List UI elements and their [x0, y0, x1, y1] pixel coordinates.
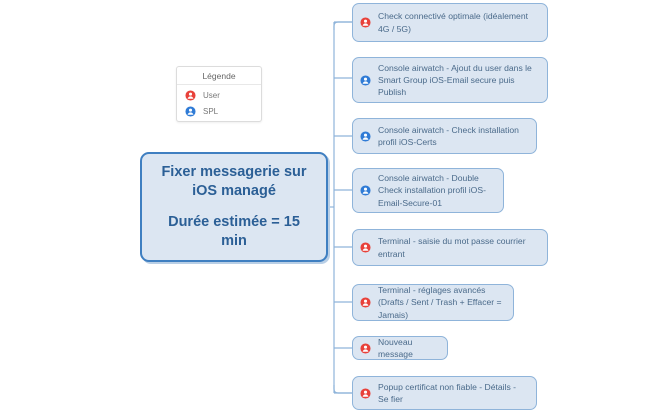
- branch-node-3[interactable]: Console airwatch - Check installation pr…: [352, 118, 537, 154]
- branch-node-5[interactable]: Terminal - saisie du mot passe courrier …: [352, 229, 548, 266]
- legend-item-user-label: User: [203, 91, 220, 100]
- legend-box: Légende User: [176, 66, 262, 122]
- branch-node-6[interactable]: Terminal - réglages avancés (Drafts / Se…: [352, 284, 514, 321]
- user-avatar-icon: [185, 90, 196, 101]
- central-node-title-line-2: iOS managé: [192, 183, 276, 200]
- branch-node-7-label: Nouveau message: [378, 336, 413, 359]
- central-node-subtitle-line-2: min: [221, 232, 247, 249]
- legend-item-spl-label: SPL: [203, 107, 219, 116]
- user-avatar-icon: [360, 74, 371, 86]
- legend-item-spl: SPL: [185, 106, 261, 117]
- branch-node-6-label: Terminal - réglages avancés (Drafts / Se…: [378, 285, 502, 320]
- user-avatar-icon: [360, 130, 371, 142]
- branch-node-1[interactable]: Check connectivé optimale (idéalement 4G…: [352, 3, 548, 42]
- legend-title: Légende: [177, 67, 261, 85]
- branch-node-1-label: Check connectivé optimale (idéalement 4G…: [378, 11, 528, 34]
- branch-node-2-label: Console airwatch - Ajout du user dans le…: [378, 62, 532, 98]
- branch-node-8-label: Popup certificat non fiable - Détails - …: [378, 381, 517, 404]
- user-avatar-icon: [185, 106, 196, 117]
- user-avatar-icon: [360, 342, 371, 354]
- user-avatar-icon: [360, 185, 371, 196]
- branch-node-8[interactable]: Popup certificat non fiable - Détails - …: [352, 376, 537, 410]
- central-node-title-line-1: Fixer messagerie sur: [161, 164, 307, 181]
- branch-node-2[interactable]: Console airwatch - Ajout du user dans le…: [352, 57, 548, 103]
- user-avatar-icon: [360, 242, 371, 253]
- central-node-subtitle-line-1: Durée estimée = 15: [168, 213, 300, 230]
- legend-item-user: User: [185, 90, 261, 101]
- central-node[interactable]: Fixer messagerie sur iOS managé Durée es…: [140, 152, 328, 262]
- legend-items: User SPL: [177, 85, 261, 117]
- branch-node-7[interactable]: Nouveau message: [352, 336, 448, 360]
- branch-node-5-label: Terminal - saisie du mot passe courrier …: [378, 236, 526, 259]
- branch-node-4[interactable]: Console airwatch - Double Check installa…: [352, 168, 504, 213]
- branch-node-4-label: Console airwatch - Double Check installa…: [378, 173, 486, 208]
- branch-node-3-label: Console airwatch - Check installation pr…: [378, 124, 519, 147]
- user-avatar-icon: [360, 17, 371, 28]
- user-avatar-icon: [360, 387, 371, 399]
- user-avatar-icon: [360, 297, 371, 308]
